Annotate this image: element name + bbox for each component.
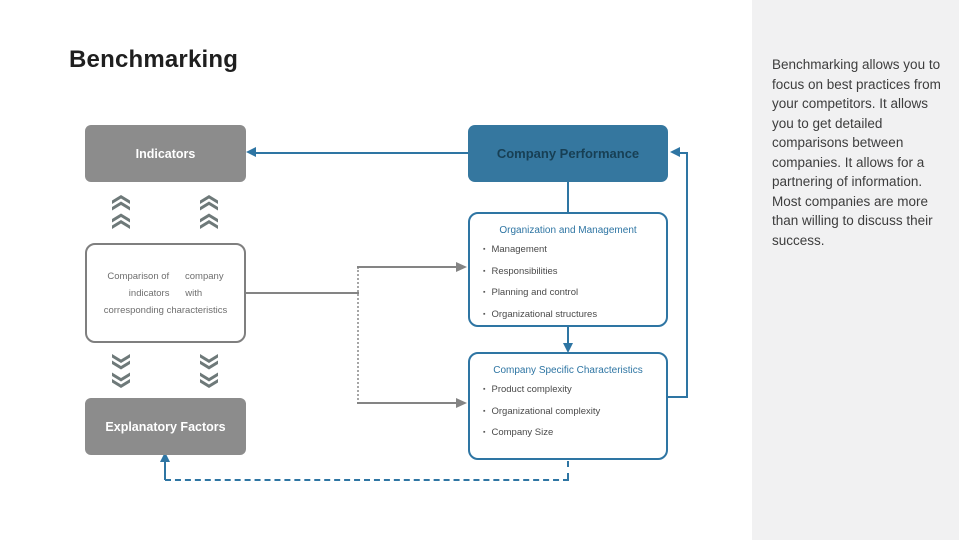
connector-org-to-cs — [567, 327, 569, 344]
arrowhead-left-icon — [670, 147, 680, 157]
company-specific-list: ▪ Product complexity ▪ Organizational comp… — [470, 384, 666, 438]
bullet-icon: ▪ — [483, 429, 486, 436]
organization-management-box: Organization and Management ▪ Management … — [468, 212, 668, 327]
list-item: ▪ Product complexity — [483, 384, 666, 395]
bullet-icon: ▪ — [483, 267, 486, 275]
connector-feedback-bottom — [668, 396, 688, 398]
list-item-label: Product complexity — [491, 384, 572, 395]
list-item-label: Responsibilities — [491, 265, 558, 277]
page-title: Benchmarking — [69, 46, 239, 73]
bullet-icon: ▪ — [483, 407, 486, 415]
list-item-label: Company Size — [491, 427, 554, 438]
list-item: ▪ Company Size — [483, 427, 666, 438]
indicators-box: Indicators — [85, 125, 246, 182]
list-item-label: Management — [491, 244, 547, 255]
connector-cs-to-ef — [165, 479, 569, 481]
list-item-label: Planning and control — [491, 287, 579, 298]
notes-panel: Benchmarking allows you to focus on best… — [752, 0, 959, 540]
list-item: ▪ Management — [483, 244, 666, 255]
company-performance-label: Company Performance — [496, 146, 640, 161]
list-item: ▪ Organizational complexity — [483, 406, 666, 417]
list-item-label: Organizational complexity — [491, 405, 601, 417]
arrowhead-down-icon — [563, 343, 573, 353]
explanatory-factors-box: Explanatory Factors — [85, 398, 246, 455]
bullet-icon: ▪ — [483, 310, 486, 318]
connector-comparison-stem — [246, 292, 359, 294]
comparison-text: Comparison of company indicators with co… — [103, 270, 228, 316]
indicators-label: Indicators — [135, 146, 196, 161]
chevron-down-icon — [200, 354, 218, 388]
arrowhead-up-icon — [160, 452, 170, 462]
connector-feedback-vertical — [686, 152, 688, 398]
comparison-box: Comparison of company indicators with co… — [85, 243, 246, 343]
arrowhead-left-icon — [246, 147, 256, 157]
connector-feedback-top — [679, 152, 688, 154]
connector-comparison-to-org — [357, 266, 457, 268]
bullet-icon: ▪ — [483, 289, 486, 296]
organization-management-title: Organization and Management — [499, 225, 637, 236]
chevron-up-icon — [112, 195, 130, 229]
chevron-up-icon — [200, 195, 218, 229]
list-item-label: Organizational structures — [491, 308, 598, 320]
company-specific-box: Company Specific Characteristics ▪ Produc… — [468, 352, 668, 460]
notes-paragraph: Benchmarking allows you to focus on best… — [772, 57, 941, 248]
connector-ef-riser — [164, 461, 166, 480]
connector-cp-to-org — [567, 182, 569, 212]
connector-cs-drop — [567, 461, 569, 479]
connector-cp-to-indicators — [254, 152, 468, 154]
company-performance-box: Company Performance — [468, 125, 668, 182]
connector-comparison-vertical — [357, 267, 359, 404]
organization-management-list: ▪ Management ▪ Responsibilities ▪ Planning … — [470, 244, 666, 320]
explanatory-factors-label: Explanatory Factors — [105, 419, 226, 434]
bullet-icon: ▪ — [483, 386, 486, 393]
connector-comparison-to-cs — [357, 402, 457, 404]
bullet-icon: ▪ — [483, 246, 486, 253]
list-item: ▪ Organizational structures — [483, 309, 666, 320]
company-specific-title: Company Specific Characteristics — [493, 365, 643, 376]
list-item: ▪ Planning and control — [483, 287, 666, 298]
list-item: ▪ Responsibilities — [483, 266, 666, 277]
arrowhead-right-icon — [456, 398, 467, 408]
arrowhead-right-icon — [456, 262, 467, 272]
chevron-down-icon — [112, 354, 130, 388]
